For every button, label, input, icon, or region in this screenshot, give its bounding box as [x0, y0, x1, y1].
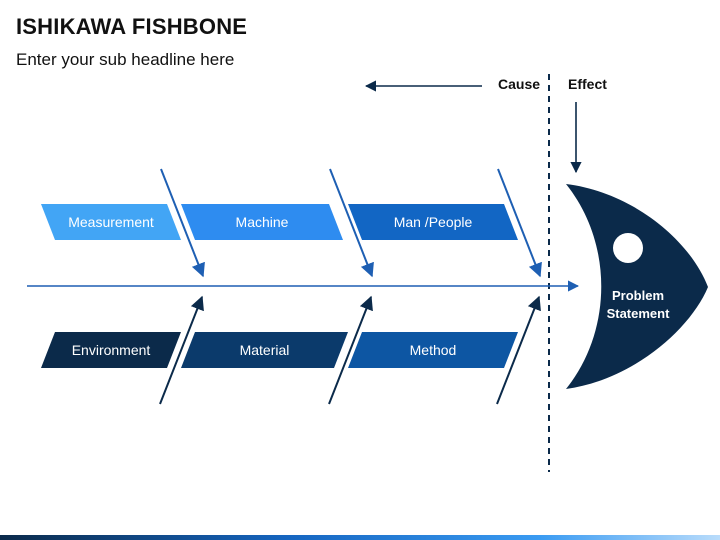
problem-statement-line1: Problem — [611, 288, 664, 303]
problem-statement-line2: Statement — [606, 306, 670, 321]
cause-label-material: Material — [239, 342, 290, 358]
cause-box-machine: Machine — [181, 204, 343, 240]
fish-eye — [613, 233, 643, 263]
problem-statement: Problem Statement — [598, 287, 678, 323]
cause-label-man-people: Man /People — [393, 214, 473, 230]
cause-label-measurement: Measurement — [68, 214, 154, 230]
cause-box-environment: Environment — [41, 332, 181, 368]
top-bone-arrow-3 — [497, 168, 542, 278]
cause-label-environment: Environment — [71, 342, 151, 358]
cause-label-method: Method — [409, 342, 457, 358]
cause-box-material: Material — [181, 332, 348, 368]
top-bone-arrow-2 — [329, 168, 374, 278]
top-bone-arrow-1 — [160, 168, 205, 278]
bottom-bone-arrow-3 — [496, 295, 541, 405]
cause-box-man-people: Man /People — [348, 204, 518, 240]
cause-label: Cause — [498, 76, 541, 92]
footer-accent-bar — [0, 535, 720, 540]
effect-label: Effect — [568, 76, 607, 92]
cause-label-machine: Machine — [235, 214, 289, 230]
page-title: ISHIKAWA FISHBONE — [16, 14, 248, 39]
bottom-bone-arrow-2 — [328, 295, 373, 405]
cause-box-measurement: Measurement — [41, 204, 181, 240]
fish-head-shape — [566, 184, 708, 389]
page-subtitle: Enter your sub headline here — [16, 50, 235, 69]
bottom-bone-arrow-1 — [159, 295, 204, 405]
cause-box-method: Method — [348, 332, 518, 368]
